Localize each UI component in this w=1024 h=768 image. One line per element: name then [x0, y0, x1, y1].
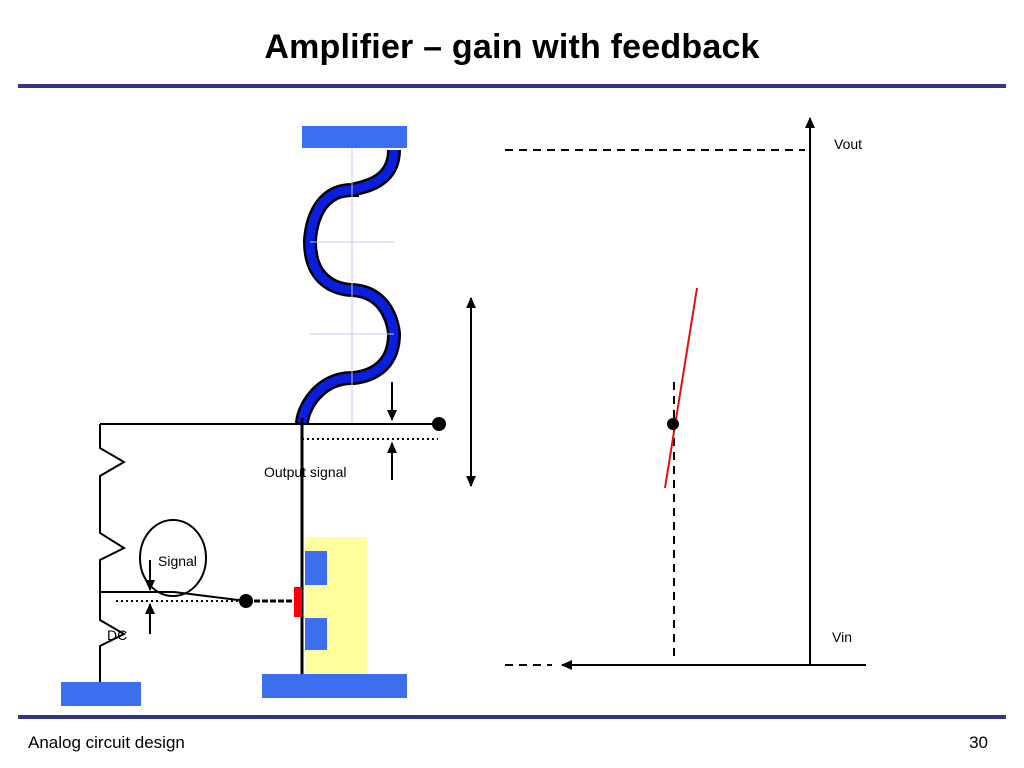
transfer-curve — [664, 287, 698, 489]
construction-guides — [310, 148, 394, 424]
transistor-gate — [294, 587, 302, 617]
output-node — [432, 417, 446, 431]
top-supply-rail — [302, 126, 407, 148]
vin-label: Vin — [832, 629, 852, 645]
inductor-load — [295, 149, 402, 425]
left-ground-rail — [61, 682, 141, 706]
dc-label: DC — [107, 627, 127, 643]
vout-label: Vout — [834, 136, 862, 152]
signal-source-ellipse — [139, 519, 207, 597]
transistor-drain — [305, 551, 327, 585]
transistor-source — [305, 618, 327, 650]
source-ground-rail — [262, 674, 407, 698]
gate-node — [239, 594, 253, 608]
feedback-resistor — [99, 424, 127, 682]
footer-text: Analog circuit design — [28, 733, 185, 752]
operating-point — [667, 418, 679, 430]
slide-title: Amplifier – gain with feedback — [264, 28, 760, 66]
output-signal-label: Output signal — [264, 464, 347, 480]
page-number: 30 — [969, 733, 988, 752]
title-divider — [18, 84, 1006, 88]
signal-label: Signal — [158, 553, 197, 569]
footer-divider — [18, 715, 1006, 719]
